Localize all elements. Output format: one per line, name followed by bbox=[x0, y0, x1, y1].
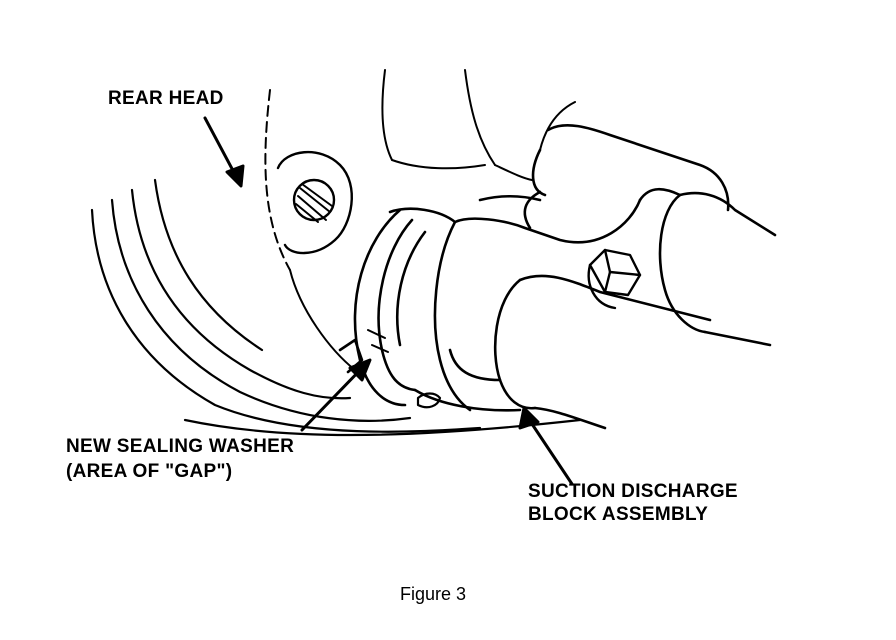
block-arrow bbox=[518, 406, 574, 486]
figure-caption: Figure 3 bbox=[400, 584, 467, 604]
label-block-assembly: BLOCK ASSEMBLY bbox=[528, 504, 709, 525]
threaded-boss bbox=[276, 151, 353, 255]
washer-arrow bbox=[300, 358, 372, 432]
label-suction-discharge: SUCTION DISCHARGE bbox=[528, 481, 738, 502]
rear-head-arrow bbox=[203, 116, 245, 188]
label-sealing-washer: NEW SEALING WASHER bbox=[66, 436, 295, 457]
label-gap-area: (AREA OF "GAP") bbox=[66, 461, 233, 482]
upper-tube bbox=[531, 123, 777, 347]
rear-head-flange bbox=[264, 69, 576, 371]
lower-tube bbox=[448, 274, 712, 430]
washer-tab bbox=[416, 392, 442, 409]
sealing-washer bbox=[338, 207, 457, 407]
label-rear-head: REAR HEAD bbox=[108, 88, 224, 109]
suction-discharge-block bbox=[413, 190, 642, 412]
rear-head-body-lines bbox=[90, 178, 582, 437]
